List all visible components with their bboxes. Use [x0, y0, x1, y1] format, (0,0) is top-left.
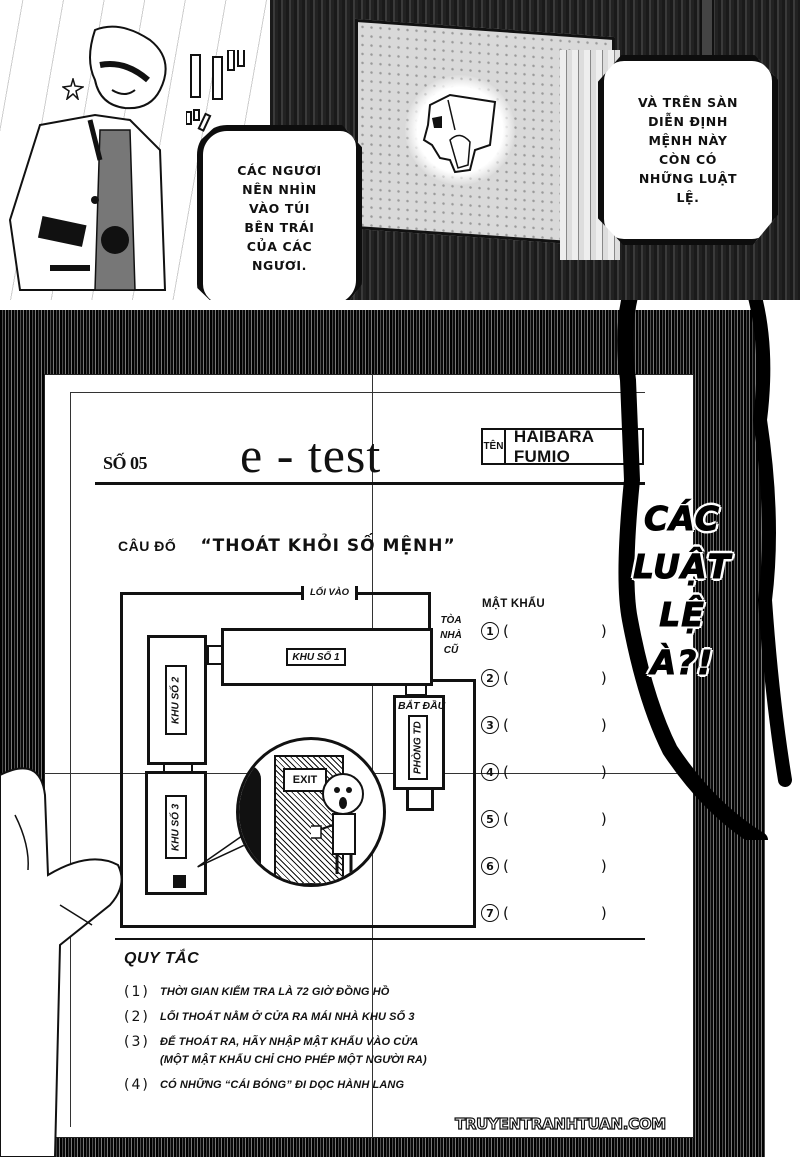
test-number: SỐ 05	[103, 453, 148, 473]
rule-number: (3)	[124, 1034, 150, 1050]
zone-2-label: KHU SỐ 2	[165, 665, 187, 735]
speech-bubble-left: CÁC NGƯƠI NÊN NHÌN VÀO TÚI BÊN TRÁI CỦA …	[197, 125, 362, 300]
password-field-6[interactable]	[509, 857, 601, 877]
connector	[207, 645, 223, 665]
start-label: BẮT ĐẦU	[398, 700, 446, 712]
password-row: 7 ( )	[481, 904, 621, 951]
rule-number: (2)	[124, 1009, 150, 1025]
gym-label: PHÒNG TD	[408, 715, 428, 780]
top-panel: CÁC NGƯƠI NÊN NHÌN VÀO TÚI BÊN TRÁI CỦA …	[0, 0, 800, 300]
rules-title: QUY TẮC	[124, 950, 200, 967]
header-divider	[95, 482, 645, 485]
rule-text: THỜI GIAN KIỂM TRA LÀ 72 GIỜ ĐỒNG HỒ	[160, 986, 390, 998]
password-list: 1 ( ) 2 ( ) 3 ( ) 4 ( ) 5 ( )	[481, 622, 621, 951]
rule-text: ĐỂ THOÁT RA, HÃY NHẬP MẬT KHẨU VÀO CỬA (…	[160, 1036, 427, 1066]
rule-item: (4) CÓ NHỮNG “CÁI BÓNG” ĐI DỌC HÀNH LANG	[124, 1073, 644, 1098]
paren-close: )	[600, 622, 607, 640]
password-field-7[interactable]	[509, 904, 601, 924]
name-value: HAIBARA FUMIO	[513, 426, 594, 466]
sparkle-icon	[62, 78, 84, 100]
circled-number: 7	[481, 904, 499, 922]
password-field-5[interactable]	[509, 810, 601, 830]
password-row: 1 ( )	[481, 622, 621, 669]
paren-close: )	[600, 669, 607, 687]
chibi-character	[311, 773, 364, 874]
password-field-3[interactable]	[509, 716, 601, 736]
hand	[0, 767, 123, 1157]
speech-bubble-right: VÀ TRÊN SÀN DIỄN ĐỊNH MỆNH NÀY CÒN CÓ NH…	[598, 55, 778, 245]
shadow-figure	[239, 765, 261, 875]
paren-close: )	[600, 857, 607, 875]
puzzle-heading: CÂU ĐỐ “THOÁT KHỎI SỐ MỆNH”	[118, 535, 456, 556]
name-field: TÊN HAIBARA FUMIO	[481, 426, 644, 466]
paren-close: )	[600, 716, 607, 734]
rule-text: LỐI THOÁT NẰM Ở CỬA RA MÁI NHÀ KHU SỐ 3	[160, 1011, 415, 1023]
circled-number: 6	[481, 857, 499, 875]
password-field-4[interactable]	[509, 763, 601, 783]
password-title: MẬT KHẨU	[482, 598, 545, 610]
old-building-label: TÒA NHÀ CŨ	[440, 615, 462, 656]
rule-item: (2) LỐI THOÁT NẰM Ở CỬA RA MÁI NHÀ KHU S…	[124, 1005, 644, 1030]
paren-open: (	[503, 622, 509, 640]
test-sheet-inner-border	[70, 392, 645, 1127]
password-row: 3 ( )	[481, 716, 621, 763]
rule-item: (1) THỜI GIAN KIỂM TRA LÀ 72 GIỜ ĐỒNG HỒ	[124, 980, 644, 1005]
paren-close: )	[600, 810, 607, 828]
puzzle-title: “THOÁT KHỎI SỐ MỆNH”	[200, 536, 456, 556]
password-row: 4 ( )	[481, 763, 621, 810]
paren-open: (	[503, 669, 509, 687]
rules-list: (1) THỜI GIAN KIỂM TRA LÀ 72 GIỜ ĐỒNG HỒ…	[124, 980, 644, 1098]
skull-icon	[422, 93, 497, 174]
password-field-2[interactable]	[509, 669, 601, 689]
puzzle-label: CÂU ĐỐ	[118, 538, 177, 554]
name-label: TÊN	[483, 430, 506, 463]
rule-text: CÓ NHỮNG “CÁI BÓNG” ĐI DỌC HÀNH LANG	[160, 1079, 405, 1091]
circled-number: 3	[481, 716, 499, 734]
impact-marks	[186, 50, 245, 132]
rules-divider	[115, 938, 645, 940]
map-entrance-label: LỐI VÀO	[301, 586, 359, 600]
test-title: e - test	[240, 427, 382, 483]
circled-number: 5	[481, 810, 499, 828]
password-row: 6 ( )	[481, 857, 621, 904]
rule-item: (3) ĐỂ THOÁT RA, HÃY NHẬP MẬT KHẨU VÀO C…	[124, 1033, 644, 1069]
gym-annex	[406, 787, 434, 811]
password-row: 2 ( )	[481, 669, 621, 716]
exit-door-closeup: EXIT	[236, 737, 386, 887]
rule-number: (4)	[124, 1077, 150, 1093]
password-row: 5 ( )	[481, 810, 621, 857]
paren-open: (	[503, 763, 509, 781]
paren-close: )	[600, 763, 607, 781]
rule-number: (1)	[124, 984, 150, 1000]
watermark: TRUYENTRANHTUAN.COM	[454, 1114, 666, 1133]
character-haibara	[8, 25, 167, 291]
paren-open: (	[503, 857, 509, 875]
password-field-1[interactable]	[509, 622, 601, 642]
zone-1-label: KHU SỐ 1	[286, 648, 346, 666]
circled-number: 2	[481, 669, 499, 687]
circled-number: 4	[481, 763, 499, 781]
shout-text: CÁC LUẬT LỆ À?!	[632, 499, 732, 683]
bottom-panel: SỐ 05 e - test TÊN HAIBARA FUMIO CÂU ĐỐ …	[0, 300, 800, 1157]
paren-open: (	[503, 716, 509, 734]
paren-open: (	[503, 904, 509, 922]
paren-close: )	[600, 904, 607, 922]
campus-map: LỐI VÀO TÒA NHÀ CŨ KHU SỐ 1 KHU SỐ 2 KHU…	[120, 586, 476, 928]
exit-sign: EXIT	[283, 768, 327, 792]
circled-number: 1	[481, 622, 499, 640]
paren-open: (	[503, 810, 509, 828]
speech-text: CÁC NGƯƠI NÊN NHÌN VÀO TÚI BÊN TRÁI CỦA …	[237, 162, 322, 273]
speech-text: VÀ TRÊN SÀN DIỄN ĐỊNH MỆNH NÀY CÒN CÓ NH…	[637, 95, 739, 205]
exit-location-marker	[173, 875, 186, 888]
fold-line-vertical	[372, 374, 373, 1138]
